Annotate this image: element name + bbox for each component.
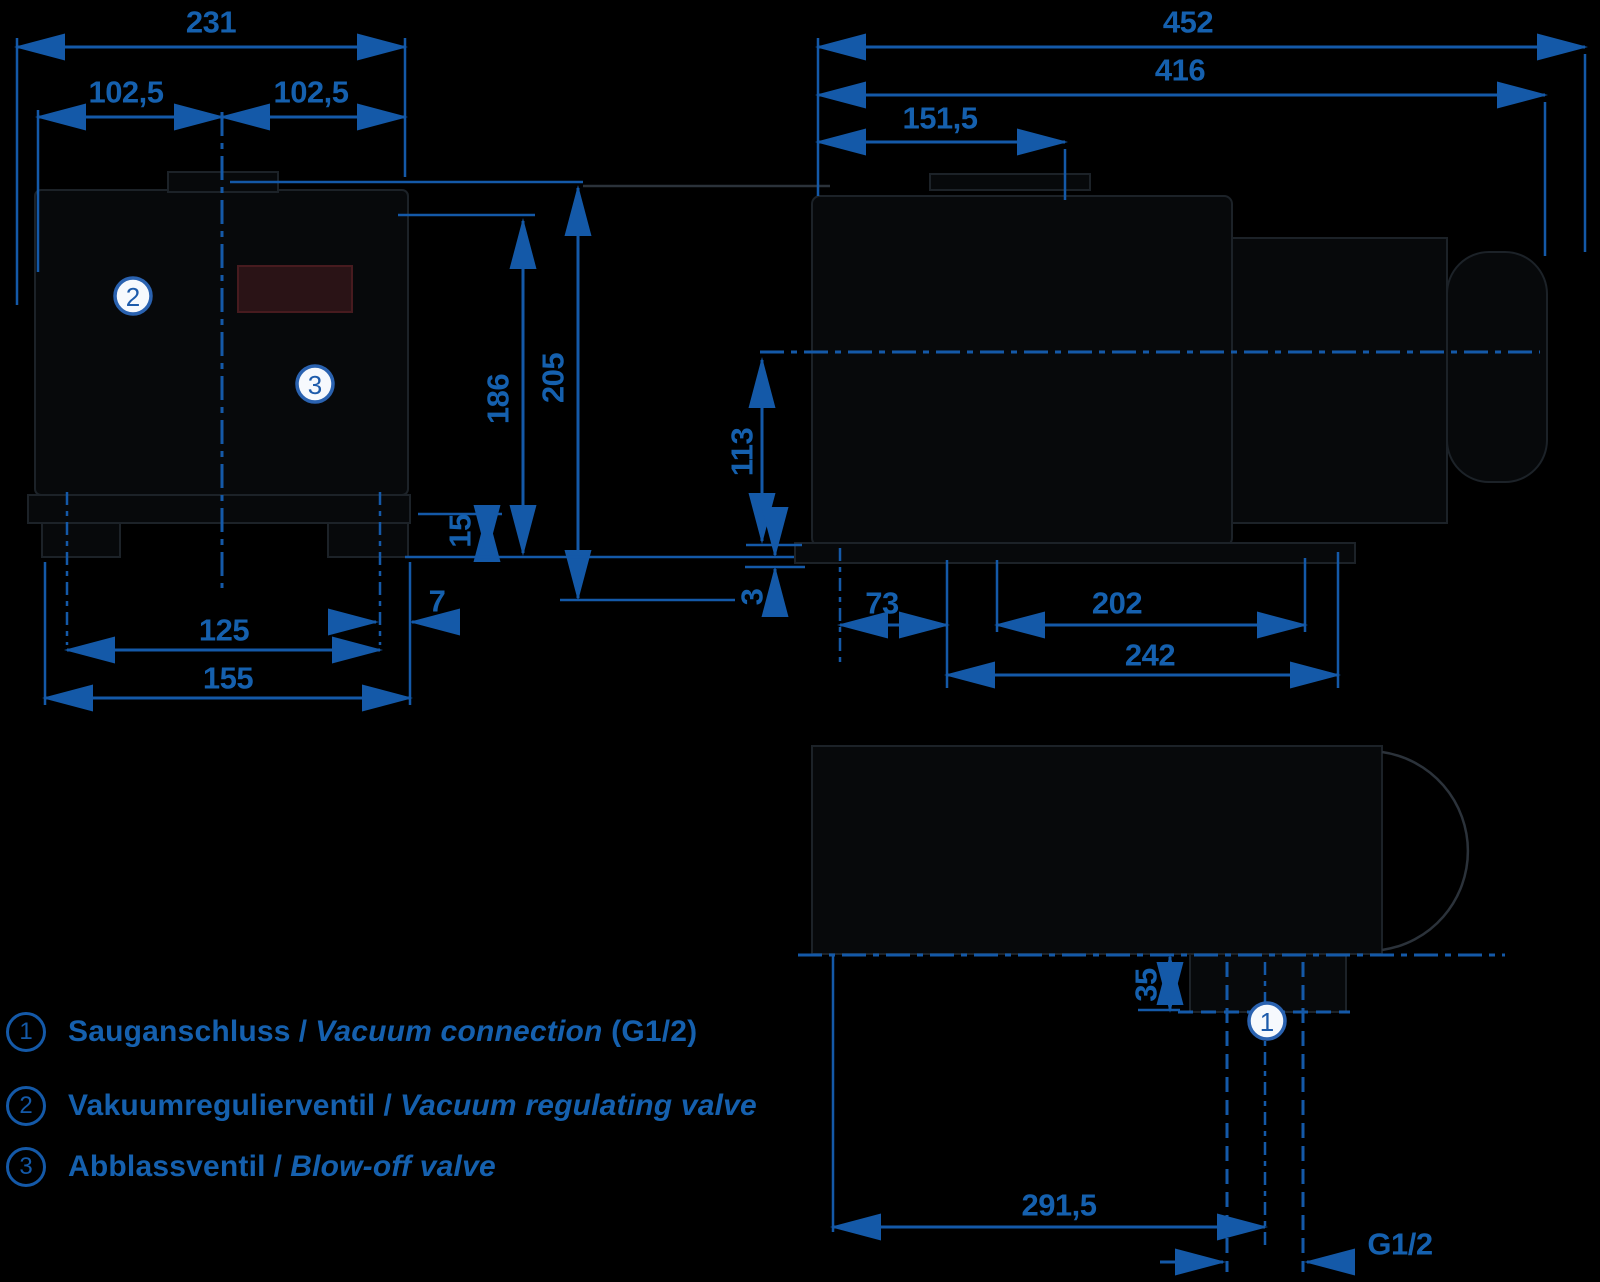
legend-item-1-text: Sauganschluss/Vacuum connection (G1/2) [68, 1015, 697, 1049]
top-fan-outline [1381, 750, 1470, 952]
dim-label-125: 125 [199, 613, 249, 648]
legend-marker-3-icon: 3 [6, 1147, 46, 1187]
legend-item-2-en: Vacuum regulating valve [400, 1089, 757, 1122]
legend-item-3-text: Abblassventil/Blow-off valve [68, 1150, 496, 1184]
legend-item-1-en: Vacuum connection [315, 1015, 603, 1048]
dim-label-202: 202 [1092, 586, 1142, 621]
dim-label-151-5: 151,5 [902, 101, 977, 136]
dim-label-35: 35 [1129, 968, 1164, 1002]
legend-item-3-de: Abblassventil [68, 1150, 266, 1183]
legend-separator: / [298, 1015, 308, 1048]
top-pump-body [811, 745, 1383, 955]
marker-1-number: 1 [1260, 1007, 1274, 1037]
dim-label-7: 7 [429, 584, 446, 619]
dim-label-291-5: 291,5 [1021, 1188, 1096, 1223]
legend-marker-1-icon: 1 [6, 1012, 46, 1052]
dim-label-113: 113 [725, 427, 760, 476]
front-foot-left [41, 522, 121, 558]
side-cylinder-body [811, 195, 1233, 547]
legend-marker-2-number: 2 [19, 1092, 33, 1119]
nameplate [237, 265, 353, 313]
legend-item-1-suffix: (G1/2) [611, 1015, 698, 1048]
legend-item-1-de: Sauganschluss [68, 1015, 291, 1048]
legend-item-3: 3 Abblassventil/Blow-off valve [6, 1147, 496, 1187]
dim-label-g12: G1/2 [1367, 1227, 1432, 1262]
top-view: 35 1 291,5 G1/2 [798, 745, 1505, 1276]
dim-label-102-5-right: 102,5 [273, 75, 348, 110]
dim-label-452: 452 [1163, 5, 1213, 40]
legend-marker-1-number: 1 [19, 1018, 33, 1045]
legend-separator: / [273, 1150, 283, 1183]
marker-1: 1 [1247, 1001, 1287, 1041]
legend-item-1: 1 Sauganschluss/Vacuum connection (G1/2) [6, 1012, 697, 1052]
side-handle [929, 173, 1091, 191]
side-view: 452 416 151,5 113 3 73 202 242 [725, 5, 1588, 689]
marker-3-number: 3 [308, 370, 322, 400]
marker-2-number: 2 [126, 282, 140, 312]
dim-label-231: 231 [186, 5, 236, 40]
legend-item-2: 2 Vakuumregulierventil/Vacuum regulating… [6, 1086, 757, 1126]
marker-2: 2 [113, 276, 153, 316]
front-foot-right [327, 522, 409, 558]
legend-marker-3-number: 3 [19, 1153, 33, 1180]
dim-label-186: 186 [481, 374, 516, 424]
front-view: 231 102,5 102,5 186 205 15 7 125 [14, 5, 883, 712]
legend-item-2-text: Vakuumregulierventil/Vacuum regulating v… [68, 1089, 757, 1123]
dim-label-15: 15 [443, 514, 478, 548]
legend-marker-2-icon: 2 [6, 1086, 46, 1126]
side-fan-cover [1446, 251, 1548, 483]
legend-item-3-en: Blow-off valve [290, 1150, 496, 1183]
dim-label-3: 3 [735, 588, 770, 605]
legend-item-2-de: Vakuumregulierventil [68, 1089, 376, 1122]
legend-separator: / [383, 1089, 392, 1122]
dim-label-155: 155 [203, 661, 253, 696]
marker-3: 3 [295, 364, 335, 404]
side-base-plate [794, 542, 1356, 564]
dim-label-73: 73 [865, 586, 899, 621]
dim-label-416: 416 [1155, 53, 1205, 88]
side-motor-body [1231, 237, 1448, 524]
dim-label-102-5-left: 102,5 [88, 75, 163, 110]
front-base-plate [27, 494, 411, 524]
dim-label-242: 242 [1125, 638, 1175, 673]
dim-label-205: 205 [536, 353, 571, 403]
